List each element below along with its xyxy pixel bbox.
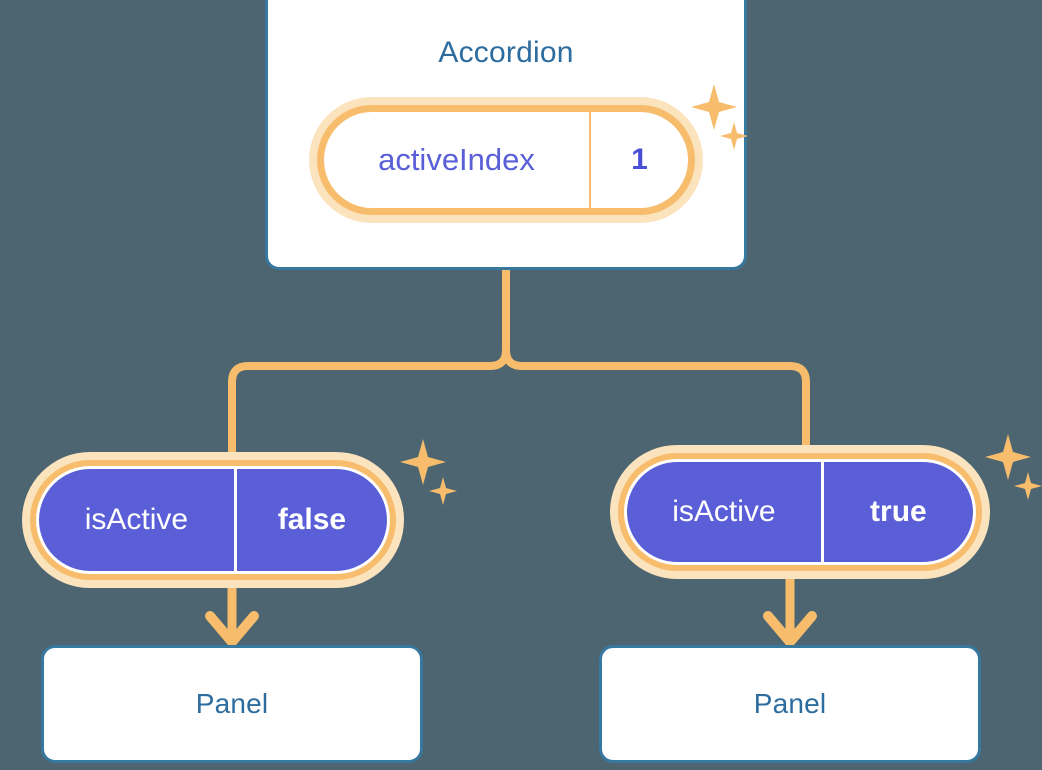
panel-component-card-right[interactable]: Panel <box>599 645 981 763</box>
panel-title: Panel <box>195 688 269 719</box>
state-pill-body: isActive true <box>624 459 976 565</box>
state-pill-is-active-false[interactable]: isActive false <box>22 452 404 588</box>
state-pill-active-index[interactable]: activeIndex 1 <box>309 97 703 223</box>
state-value-label: 1 <box>589 112 688 208</box>
arrow-head-right <box>763 611 817 647</box>
state-key-label: isActive <box>672 495 776 528</box>
state-pill-ring: isActive false <box>30 460 396 580</box>
panel-component-card-left[interactable]: Panel <box>41 645 423 763</box>
state-value-label: true <box>820 462 973 562</box>
panel-title: Panel <box>753 688 827 719</box>
state-pill-ring: isActive true <box>618 453 982 571</box>
accordion-title: Accordion <box>438 36 574 69</box>
connector-branch-right <box>502 346 810 454</box>
state-pill-ring: activeIndex 1 <box>317 105 695 215</box>
state-pill-is-active-true[interactable]: isActive true <box>610 445 990 579</box>
state-value-label: false <box>233 469 387 571</box>
state-key-label: activeIndex <box>378 142 535 177</box>
arrow-head-left <box>205 611 259 647</box>
state-key-label: isActive <box>84 503 189 536</box>
state-pill-body: isActive false <box>36 466 390 574</box>
connector-branch-left <box>228 346 510 459</box>
state-pill-body: activeIndex 1 <box>324 112 688 208</box>
